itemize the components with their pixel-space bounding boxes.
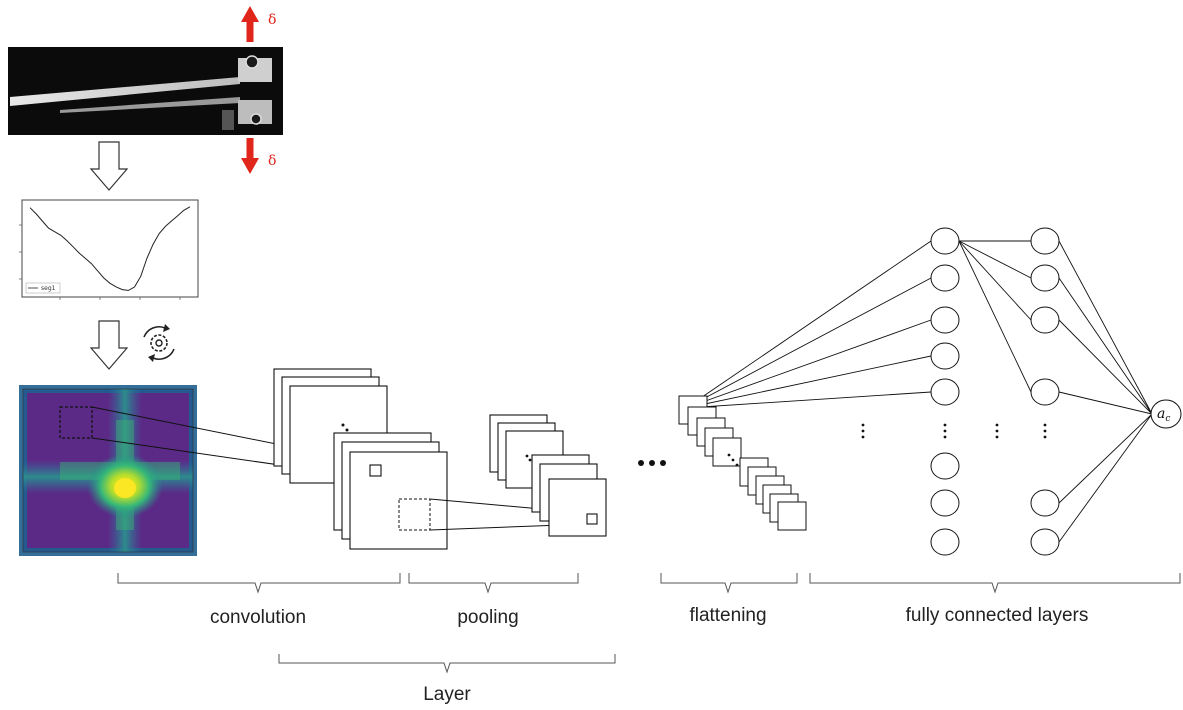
delta-bottom-label: δ [268, 153, 276, 169]
conv-feature-maps-front [333, 432, 448, 550]
flow-arrow-icon [89, 141, 129, 191]
neuron [930, 489, 960, 517]
flatten-cells [678, 395, 742, 467]
arrow-down-icon [241, 138, 259, 174]
neuron [1030, 489, 1060, 517]
plot-ticks [19, 224, 181, 300]
plot-legend-label: seg1 [41, 285, 56, 292]
neuron [930, 227, 960, 255]
flatten-ellipsis [727, 453, 739, 467]
rotating-gear-icon [143, 324, 175, 362]
fc-connections [685, 240, 1153, 543]
neuron [930, 378, 960, 406]
pool-feature-maps-front [531, 454, 607, 537]
neuron [1030, 264, 1060, 292]
brace-fully-connected [809, 573, 1181, 594]
neuron [1030, 306, 1060, 334]
heatmap-image [19, 385, 197, 556]
neuron [930, 342, 960, 370]
flow-arrow-icon-2 [89, 320, 129, 370]
neuron [930, 528, 960, 556]
plot-legend [25, 282, 61, 294]
label-pooling: pooling [457, 607, 518, 628]
layers-ellipsis [638, 460, 666, 466]
label-layer: Layer [423, 684, 471, 705]
neuron [1030, 227, 1060, 255]
label-fully-connected: fully connected layers [906, 605, 1089, 626]
pool-output-cell [586, 513, 598, 525]
brace-flattening [660, 573, 798, 594]
label-flattening: flattening [689, 605, 766, 626]
output-label: ac [1157, 406, 1170, 424]
brace-layer [278, 654, 616, 674]
braces [117, 573, 1181, 674]
delta-top-label: δ [268, 12, 276, 28]
conv-output-cell [369, 464, 382, 477]
fc-vertical-ellipses [861, 423, 1047, 439]
flatten-cells-lower [739, 457, 807, 531]
neuron [930, 264, 960, 292]
series-line-seg1 [29, 206, 191, 291]
brace-pooling [408, 573, 579, 594]
signal-plot: seg1 [19, 199, 199, 300]
neuron [930, 452, 960, 480]
neuron [930, 306, 960, 334]
hidden-layer-1 [930, 227, 960, 556]
brace-convolution [117, 573, 401, 594]
label-convolution: convolution [210, 607, 306, 628]
arrow-up-icon [241, 6, 259, 42]
neuron [1030, 378, 1060, 406]
hidden-layer-2 [1030, 227, 1060, 556]
neuron [1030, 528, 1060, 556]
output-neuron: ac [1150, 399, 1182, 429]
specimen-photo [8, 47, 283, 135]
conv-pool-window [398, 498, 431, 531]
